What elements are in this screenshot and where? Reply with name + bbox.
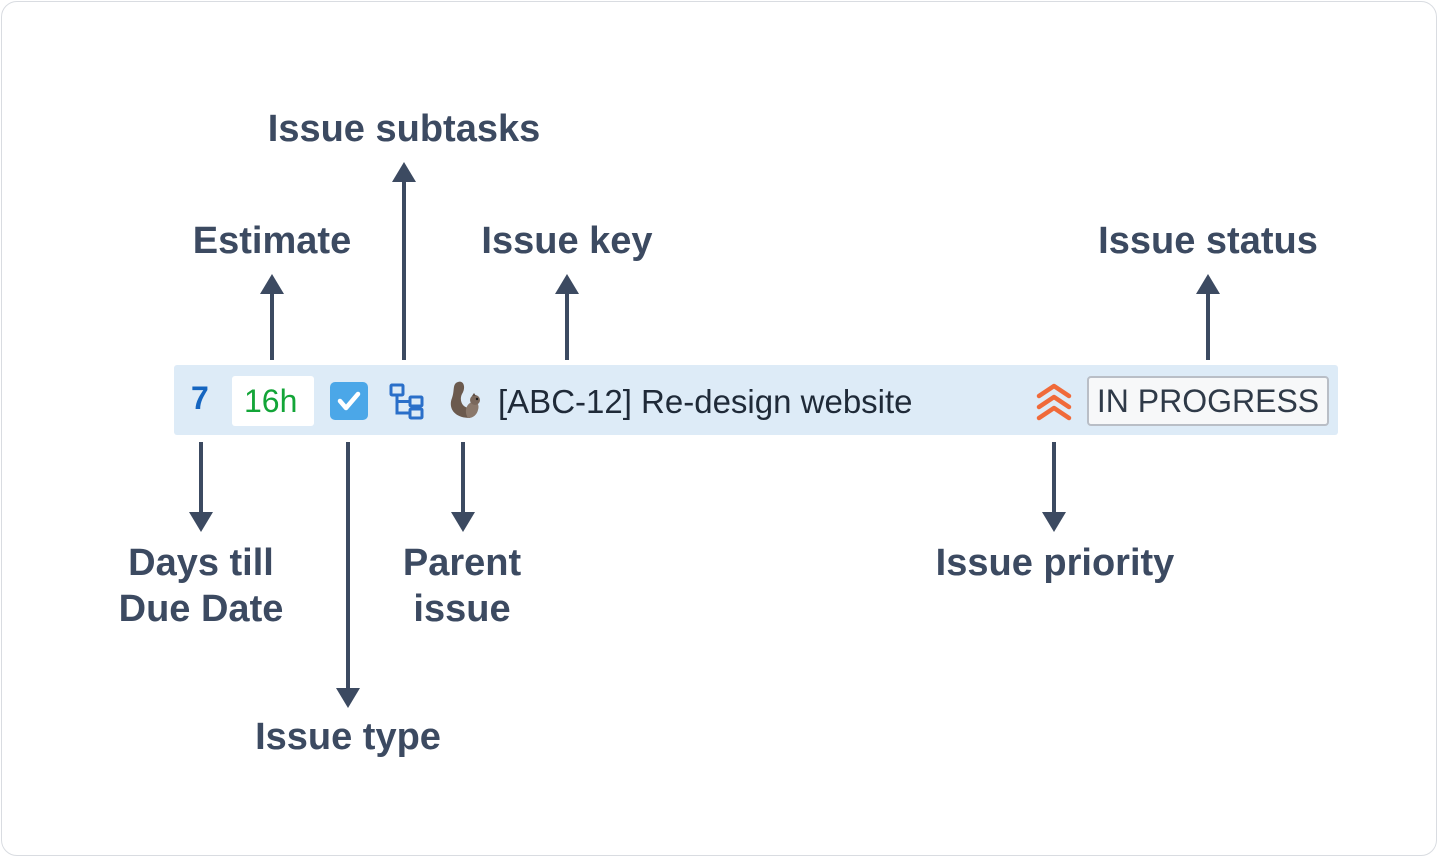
arrow-to-days-till-due [189, 442, 213, 532]
callout-days-till-due-date: Days till Due Date [119, 540, 284, 632]
callout-issue-subtasks: Issue subtasks [267, 108, 541, 150]
arrow-to-issue-type [336, 442, 360, 708]
issue-key-summary[interactable]: [ABC-12] Re-design website [498, 383, 913, 420]
days-till-due: 7 [191, 380, 209, 416]
callout-estimate: Estimate [192, 220, 352, 262]
subtasks-hierarchy-icon[interactable] [388, 382, 426, 420]
callout-issue-priority: Issue priority [935, 542, 1175, 584]
callout-issue-status: Issue status [1098, 220, 1318, 262]
callout-parent-line2: issue [413, 588, 511, 630]
highest-priority-chevrons-icon [1036, 383, 1072, 421]
arrow-to-subtasks [392, 162, 416, 360]
arrow-to-parent-issue [451, 442, 475, 532]
estimate-value: 16h [244, 383, 298, 419]
callout-days-line2: Due Date [118, 588, 284, 630]
checkbox-task-icon [330, 382, 368, 420]
squirrel-avatar-icon[interactable] [442, 378, 486, 422]
arrow-to-issue-priority [1042, 442, 1066, 532]
callout-issue-type: Issue type [255, 716, 441, 758]
status-badge[interactable]: IN PROGRESS [1087, 376, 1329, 426]
callout-parent-line1: Parent [402, 542, 522, 584]
estimate-badge [232, 376, 314, 426]
callout-issue-key: Issue key [481, 220, 653, 262]
arrow-to-issue-key [555, 274, 579, 360]
arrow-to-estimate [260, 274, 284, 360]
callout-parent-issue: Parent issue [403, 540, 521, 632]
callout-days-line1: Days till [128, 542, 274, 584]
arrow-to-issue-status [1196, 274, 1220, 360]
